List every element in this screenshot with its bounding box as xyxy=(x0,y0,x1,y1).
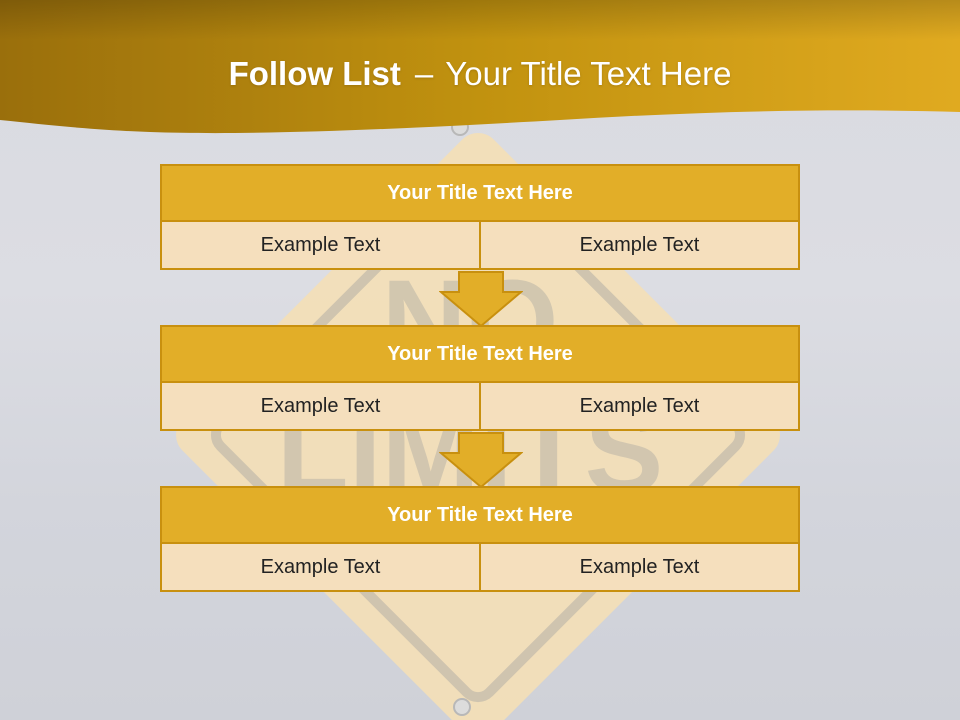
slide-title: Follow List–Your Title Text Here xyxy=(0,52,960,96)
block-title: Your Title Text Here xyxy=(160,486,800,544)
block-cell-right: Example Text xyxy=(479,381,800,431)
slide-title-bold: Follow List xyxy=(228,55,401,92)
slide-title-dash: – xyxy=(414,55,434,92)
down-arrow-icon xyxy=(439,432,523,489)
slide-title-rest: Your Title Text Here xyxy=(445,55,732,92)
block-cell-right: Example Text xyxy=(479,542,800,592)
down-arrow-icon xyxy=(439,271,523,328)
header-band-shade xyxy=(0,0,960,40)
block-cell-left: Example Text xyxy=(160,542,481,592)
block-title: Your Title Text Here xyxy=(160,325,800,383)
block-cell-left: Example Text xyxy=(160,381,481,431)
block-title: Your Title Text Here xyxy=(160,164,800,222)
block-cell-right: Example Text xyxy=(479,220,800,270)
block-cell-left: Example Text xyxy=(160,220,481,270)
sign-bolt-bottom xyxy=(453,698,471,716)
